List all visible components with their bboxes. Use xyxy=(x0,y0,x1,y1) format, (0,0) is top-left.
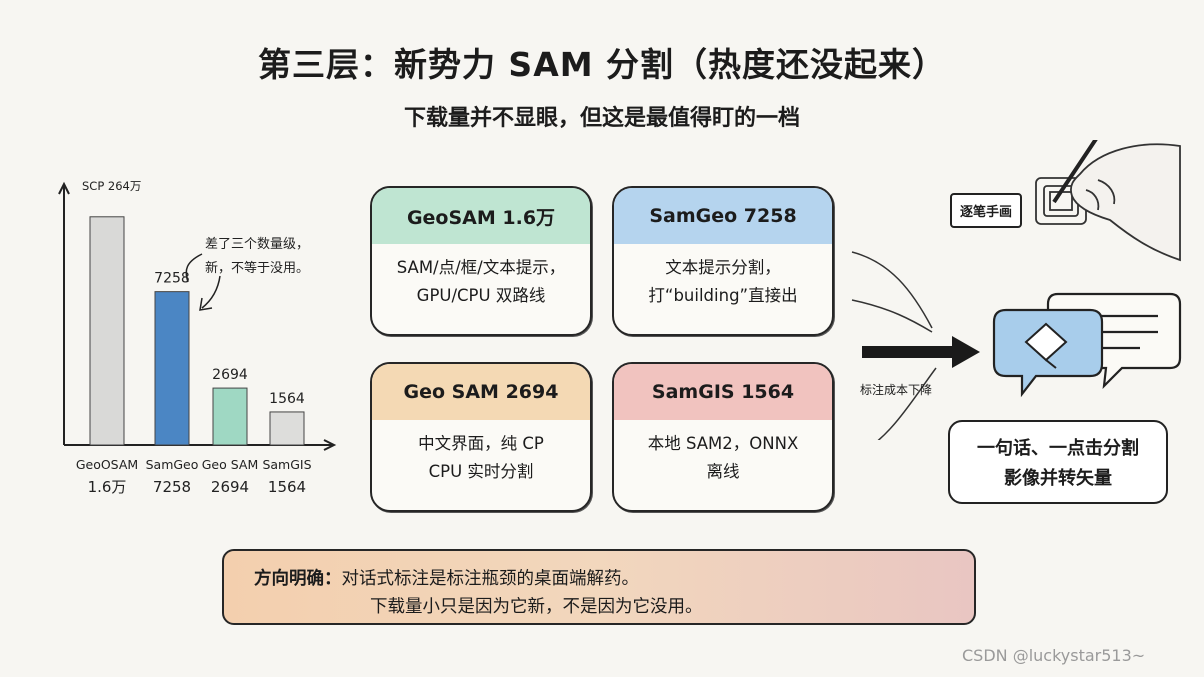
card-geo-sam: Geo SAM 2694 中文界面，纯 CP CPU 实时分割 xyxy=(370,362,592,512)
annotation-arrow-head xyxy=(199,297,213,311)
note-line-1: 对话式标注是标注瓶颈的桌面端解药。 xyxy=(341,569,640,589)
watermark: CSDN @luckystar513~ xyxy=(962,646,1146,665)
result-line-2: 影像并转矢量 xyxy=(1004,468,1112,489)
bar-sub-label: 1.6万 xyxy=(88,478,127,496)
bar-sub-label: 7258 xyxy=(153,478,191,496)
bar-category-label: SamGeo xyxy=(146,457,199,472)
result-box: 一句话、一点击分割 影像并转矢量 xyxy=(948,420,1168,504)
result-line-1: 一句话、一点击分割 xyxy=(977,438,1139,459)
card-samgeo-line-1: 文本提示分割， xyxy=(665,258,781,277)
bar-geo-sam xyxy=(212,387,248,446)
bar-value-label: 2694 xyxy=(212,367,248,383)
bar-category-label: SamGIS xyxy=(262,457,311,472)
note-line-2: 下载量小只是因为它新，不是因为它没用。 xyxy=(370,597,703,617)
bar-value-label: 1564 xyxy=(269,391,305,407)
card-geo-sam-title: Geo SAM 2694 xyxy=(372,364,590,420)
card-samgis: SamGIS 1564 本地 SAM2，ONNX 离线 xyxy=(612,362,834,512)
page-title: 第三层：新势力 SAM 分割（热度还没起来） xyxy=(257,45,947,84)
card-samgeo-title: SamGeo 7258 xyxy=(614,188,832,244)
connector-line-2 xyxy=(851,299,933,333)
card-samgis-line-1: 本地 SAM2，ONNX xyxy=(647,434,799,453)
pen-label: 逐笔手画 xyxy=(950,193,1023,228)
arrow-label: 标注成本下降 xyxy=(860,383,933,397)
bar-geoosam xyxy=(89,216,125,446)
bar-samgeo xyxy=(154,291,190,446)
bar-sub-label: 2694 xyxy=(211,478,249,496)
top-annotation: SCP 264万 xyxy=(82,179,141,193)
connector-line-1 xyxy=(851,251,933,329)
annotation-arrow xyxy=(201,275,221,309)
card-geosam-line-1: SAM/点/框/文本提示， xyxy=(396,258,566,277)
connector-line-3 xyxy=(877,367,937,440)
big-arrow-icon xyxy=(862,336,980,368)
right-illustration xyxy=(851,140,1182,440)
card-samgis-title: SamGIS 1564 xyxy=(614,364,832,420)
card-geosam-line-2: GPU/CPU 双路线 xyxy=(416,286,546,305)
annotation-arrow-upper xyxy=(185,253,203,283)
annotation-line-1: 差了三个数量级， xyxy=(205,237,309,252)
y-axis-arrow xyxy=(58,181,70,195)
annotation-line-2: 新，不等于没用。 xyxy=(205,260,309,276)
bar-samgis xyxy=(269,411,305,446)
card-geo-sam-line-2: CPU 实时分割 xyxy=(428,462,534,481)
card-samgeo-line-2: 打“building”直接出 xyxy=(648,286,798,305)
card-geosam: GeoSAM 1.6万 SAM/点/框/文本提示， GPU/CPU 双路线 xyxy=(370,186,592,336)
hand-pen-icon xyxy=(1035,140,1181,262)
note-lead: 方向明确： xyxy=(254,569,342,589)
page-subtitle: 下载量并不显眼，但这是最值得盯的一档 xyxy=(403,106,800,131)
bar-value-label: 7258 xyxy=(154,271,190,287)
chat-bubble-icon xyxy=(992,292,1182,398)
card-geo-sam-line-1: 中文界面，纯 CP xyxy=(418,434,544,453)
bar-category-label: GeoOSAM xyxy=(76,457,138,472)
bar-sub-label: 1564 xyxy=(268,478,306,496)
bar-category-label: Geo SAM xyxy=(202,457,259,472)
card-samgeo: SamGeo 7258 文本提示分割， 打“building”直接出 xyxy=(612,186,834,336)
card-samgis-line-2: 离线 xyxy=(706,462,740,481)
card-geosam-title: GeoSAM 1.6万 xyxy=(372,188,590,244)
direction-note: 方向明确：对话式标注是标注瓶颈的桌面端解药。 下载量小只是因为它新，不是因为它没… xyxy=(222,549,976,625)
x-axis-arrow xyxy=(323,439,337,451)
